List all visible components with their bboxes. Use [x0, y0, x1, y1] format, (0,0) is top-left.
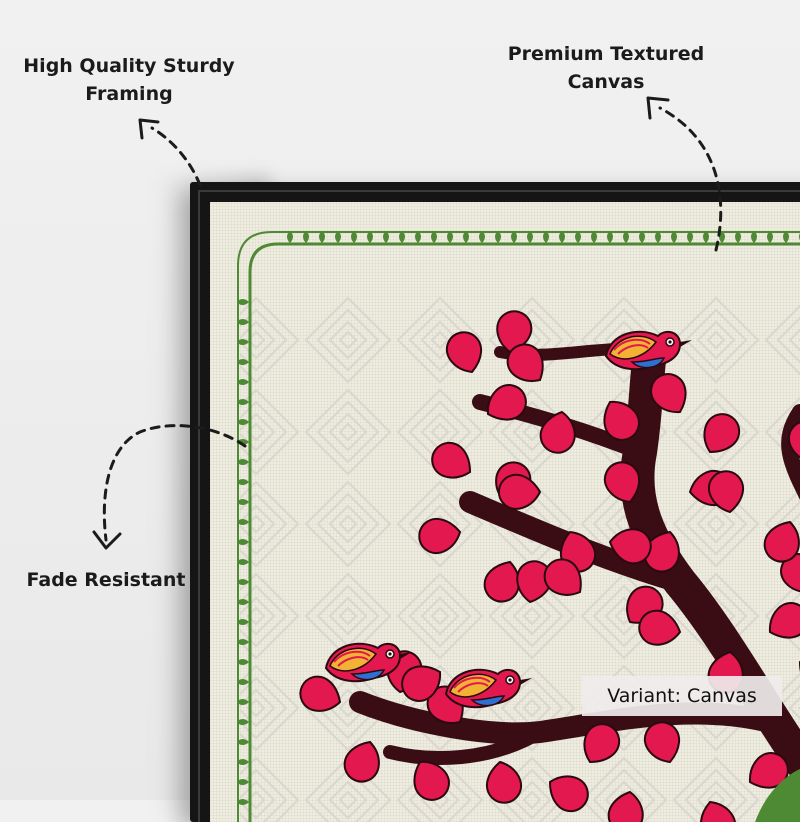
painting-artwork: [237, 231, 800, 822]
canvas-callout-line1: Premium Textured: [507, 43, 705, 65]
framing-callout: High Quality Sturdy Framing: [14, 52, 244, 108]
variant-value: Canvas: [687, 685, 757, 707]
fade-callout-text: Fade Resistant: [26, 569, 186, 591]
framing-callout-line1: High Quality Sturdy: [23, 55, 235, 77]
fade-callout: Fade Resistant: [20, 566, 192, 594]
variant-label: Variant:: [607, 685, 681, 707]
framing-callout-line2: Framing: [85, 83, 173, 105]
canvas-callout: Premium Textured Canvas: [490, 40, 722, 96]
variant-badge: Variant: Canvas: [582, 676, 782, 716]
canvas-callout-line2: Canvas: [567, 71, 645, 93]
